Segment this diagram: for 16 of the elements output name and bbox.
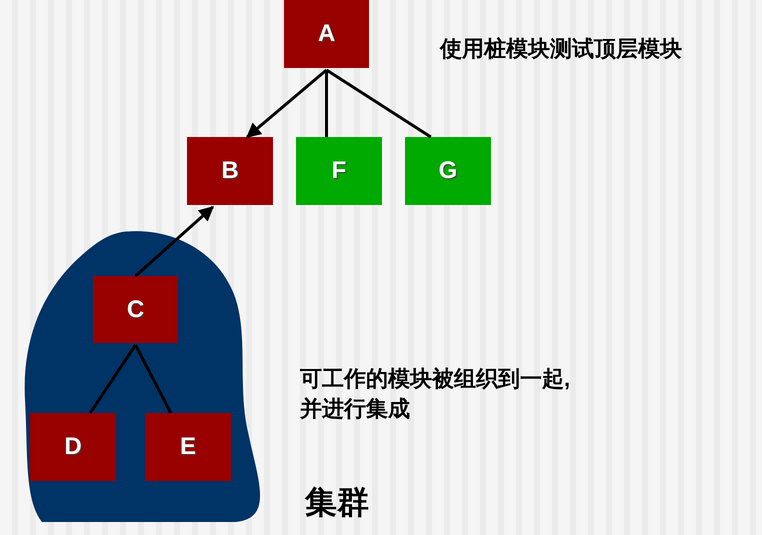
note-text: 使用桩模块测试顶层模块 xyxy=(440,35,682,63)
module-box: E xyxy=(145,413,231,481)
connector-line xyxy=(326,68,432,138)
connector-line xyxy=(325,70,328,137)
module-box: G xyxy=(405,137,491,205)
module-box: B xyxy=(187,137,273,205)
arrow xyxy=(246,68,328,138)
arrow xyxy=(134,206,214,278)
cluster-caption: 集群 xyxy=(305,483,369,522)
connector-line xyxy=(134,344,172,414)
note-text: 可工作的模块被组织到一起,并进行集成 xyxy=(300,365,572,423)
module-box: F xyxy=(296,137,382,205)
module-box: A xyxy=(284,0,369,68)
connector-line xyxy=(88,344,137,414)
module-box: D xyxy=(30,413,116,481)
module-box: C xyxy=(93,276,178,343)
